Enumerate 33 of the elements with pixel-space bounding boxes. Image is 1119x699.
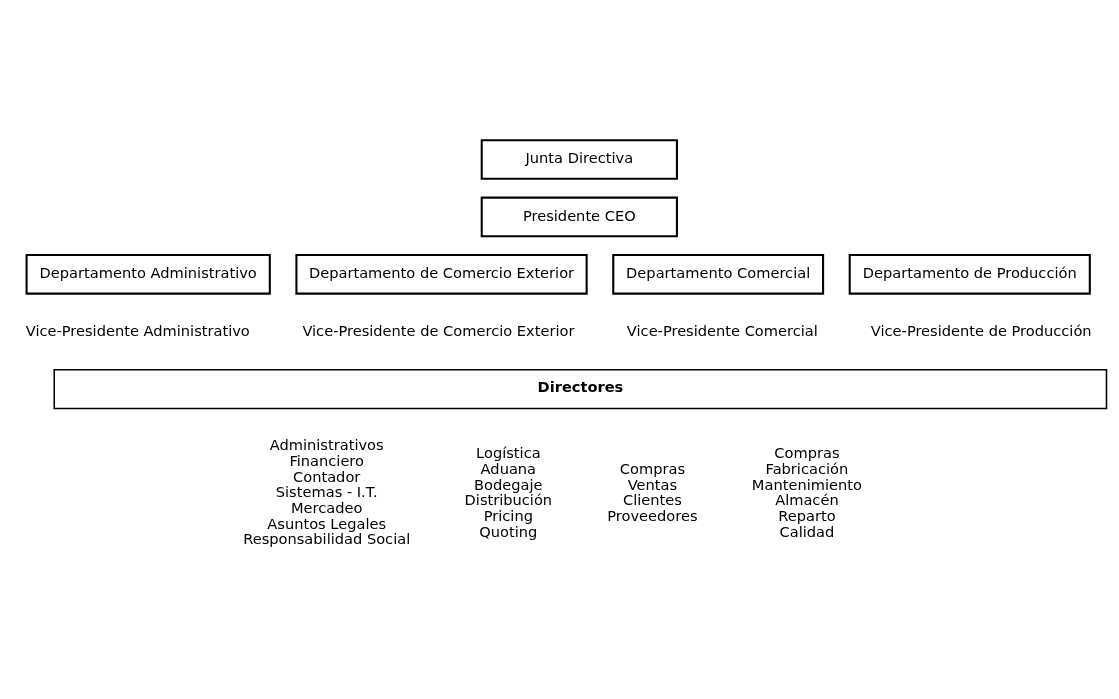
- node-label: Vice-Presidente de Comercio Exterior: [302, 321, 575, 339]
- label: Clientes: [622, 490, 682, 508]
- node-label: Vice-Presidente Comercial: [626, 321, 818, 339]
- label: Pricing: [483, 506, 533, 524]
- node-box: Departamento Comercial: [612, 253, 825, 295]
- label: Mantenimiento: [751, 475, 862, 493]
- label: Distribución: [464, 490, 553, 508]
- label: Calidad: [779, 522, 835, 540]
- label: Asuntos Legales: [267, 514, 387, 532]
- label: Compras: [619, 459, 686, 477]
- label: Mercadeo: [290, 498, 363, 516]
- label: Proveedores: [607, 506, 698, 524]
- label: Financiero: [289, 451, 364, 469]
- node-box: Departamento de Comercio Exterior: [295, 253, 588, 295]
- label: Administrativos: [269, 435, 384, 453]
- label: Logística: [476, 443, 541, 461]
- node-box: Presidente CEO: [480, 196, 678, 237]
- label: Contador: [293, 467, 361, 485]
- label: Reparto: [778, 506, 836, 524]
- node-label: Vice-Presidente Administrativo: [25, 321, 250, 339]
- node-box: Departamento de Producción: [848, 253, 1091, 295]
- node-label: Vice-Presidente de Producción: [870, 321, 1092, 339]
- label: Bodegaje: [474, 475, 543, 493]
- node-box: Junta Directiva: [480, 138, 678, 180]
- label: Almacén: [775, 490, 839, 508]
- label: Ventas: [627, 475, 678, 493]
- label: Fabricación: [765, 459, 849, 477]
- label: Sistemas - I.T.: [275, 482, 378, 500]
- node-box: Departamento Administrativo: [25, 253, 271, 295]
- label: Quoting: [479, 522, 538, 540]
- label: Compras: [774, 443, 840, 461]
- node-box: Directores: [53, 368, 1108, 409]
- label: Aduana: [480, 459, 537, 477]
